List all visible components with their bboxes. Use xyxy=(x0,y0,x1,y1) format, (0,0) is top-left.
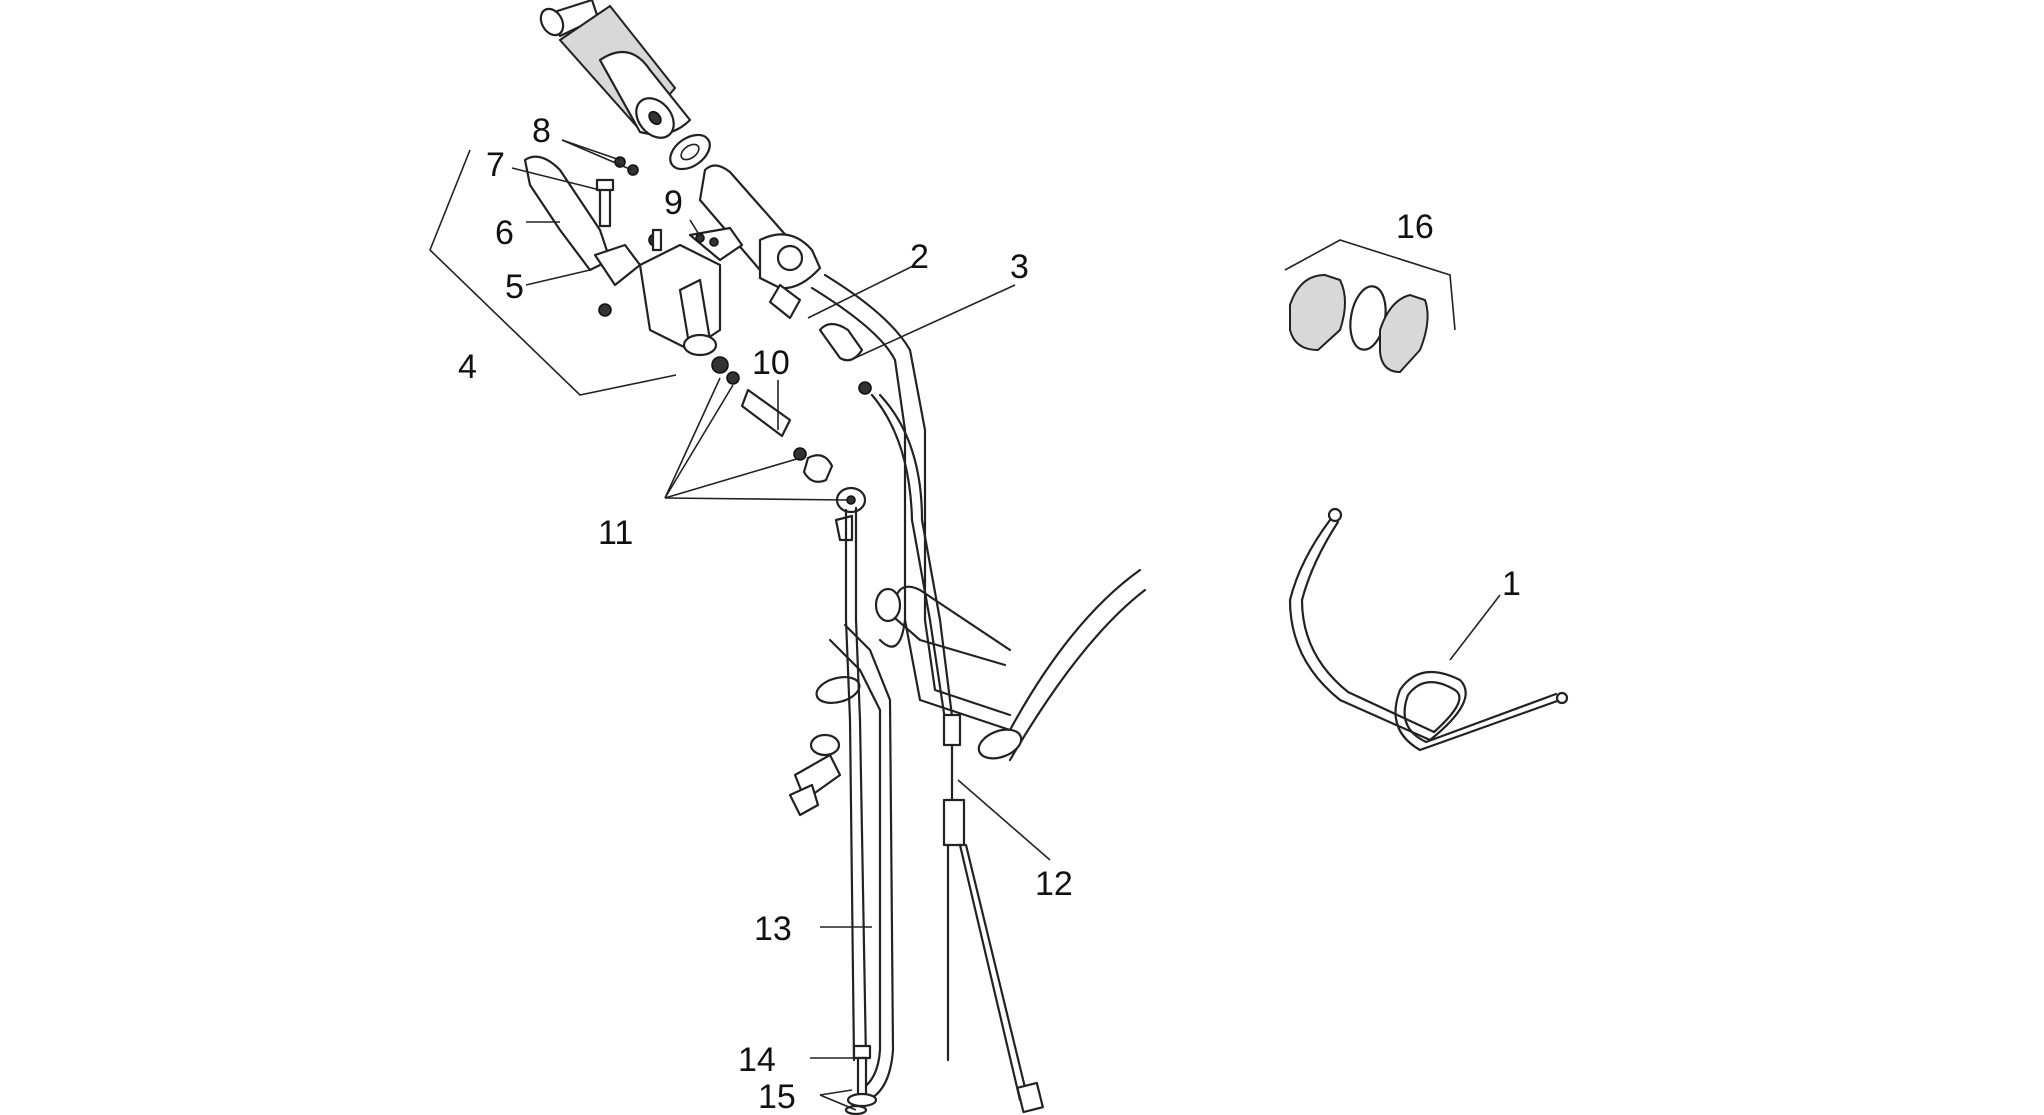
callout-5: 5 xyxy=(505,268,524,306)
callout-7: 7 xyxy=(486,146,505,184)
brake-pads xyxy=(1289,273,1429,374)
callout-6: 6 xyxy=(495,214,514,252)
throttle-housing xyxy=(698,164,822,320)
callout-16: 16 xyxy=(1396,208,1434,246)
callout-11: 11 xyxy=(598,514,633,552)
callout-labels: 1 2 3 4 5 6 7 8 9 10 11 12 13 14 15 16 xyxy=(458,112,1521,1115)
callout-9: 9 xyxy=(664,184,683,222)
callout-15: 15 xyxy=(758,1078,796,1115)
callout-13: 13 xyxy=(754,910,792,948)
fittings xyxy=(711,356,867,542)
callout-14: 14 xyxy=(738,1041,776,1079)
callout-3: 3 xyxy=(1010,248,1029,286)
handlebar-frame xyxy=(810,273,1147,762)
bracket-4 xyxy=(429,149,677,396)
brake-hose xyxy=(844,506,868,1102)
callout-8: 8 xyxy=(532,112,551,150)
callout-10: 10 xyxy=(752,344,790,382)
washer xyxy=(669,133,711,171)
callout-12: 12 xyxy=(1035,865,1073,903)
handlebar-grip xyxy=(539,0,692,139)
speedometer-cable xyxy=(1288,507,1569,752)
callout-2: 2 xyxy=(910,238,929,276)
callout-4: 4 xyxy=(458,348,477,386)
throttle-cables xyxy=(818,322,1044,1114)
callout-1: 1 xyxy=(1502,565,1521,603)
left-fork-tube xyxy=(788,623,895,1102)
bracket-16 xyxy=(1284,239,1456,331)
leader-lines xyxy=(511,139,1501,1111)
brake-lever-assembly xyxy=(523,155,744,357)
